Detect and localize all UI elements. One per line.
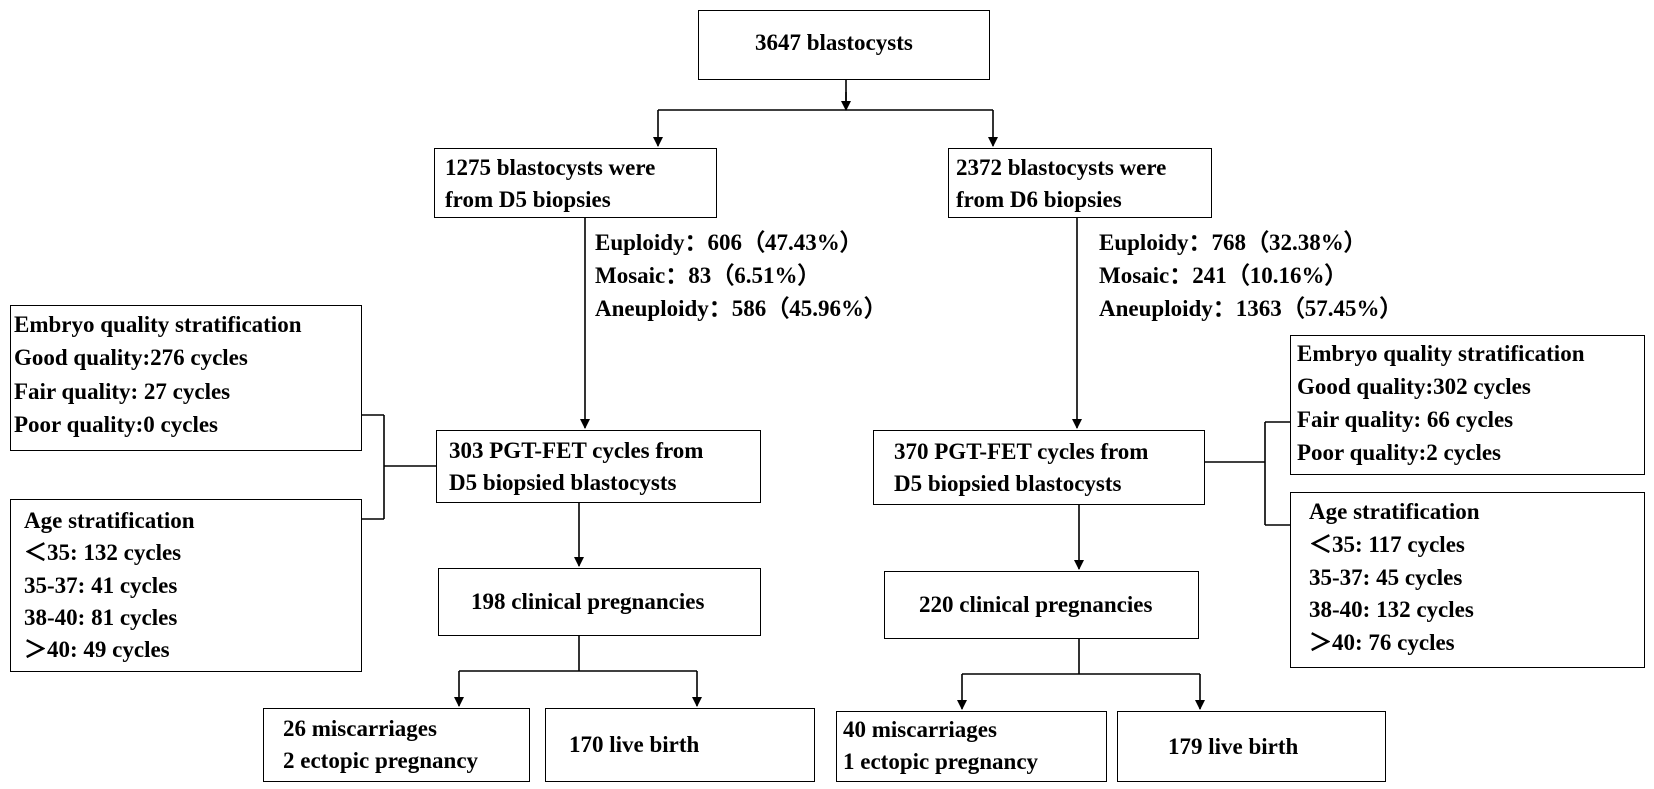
d5-live-birth-box: 170 live birth	[545, 708, 815, 782]
d6-pregnancies-box: 220 clinical pregnancies	[884, 571, 1199, 639]
d6-age-38-40: 38-40: 132 cycles	[1309, 597, 1474, 622]
d5-quality-title: Embryo quality stratification	[14, 312, 302, 337]
d6-age-over40: ＞40: 76 cycles	[1309, 630, 1455, 655]
d5-age-box: Age stratification ＜35: 132 cycles 35-37…	[10, 499, 362, 672]
d6-aneuploidy-text: Aneuploidy：1363（57.45%）	[1099, 296, 1403, 321]
d5-group-line-1: 1275 blastocysts were	[445, 155, 656, 180]
d5-ectopic-line: 2 ectopic pregnancy	[283, 748, 479, 773]
d5-miscarriages-line-1: 26 miscarriages	[283, 716, 437, 741]
d5-miscarriages-box: 26 miscarriages 2 ectopic pregnancy	[263, 708, 530, 782]
root-label: 3647 blastocysts	[755, 30, 913, 55]
d5-quality-poor: Poor quality:0 cycles	[14, 412, 218, 437]
d5-age-over40: ＞40: 49 cycles	[24, 637, 170, 662]
d6-cycles-line-2: D5 biopsied blastocysts	[894, 471, 1122, 496]
d6-miscarriages-box: 40 miscarriages 1 ectopic pregnancy	[836, 711, 1107, 782]
d6-quality-good: Good quality:302 cycles	[1297, 374, 1531, 399]
d6-group-box: 2372 blastocysts were from D6 biopsies	[948, 148, 1212, 218]
d5-mosaic-text: Mosaic：83（6.51%）	[595, 263, 821, 288]
d5-cycles-line-1: 303 PGT-FET cycles from	[449, 438, 704, 463]
d5-aneuploidy-text: Aneuploidy：586（45.96%）	[595, 296, 888, 321]
d6-miscarriages-line-1: 40 miscarriages	[843, 717, 997, 742]
d5-quality-fair: Fair quality: 27 cycles	[14, 379, 231, 404]
d6-ectopic-line: 1 ectopic pregnancy	[843, 749, 1039, 774]
d5-group-line-2: from D5 biopsies	[445, 187, 611, 212]
d5-quality-good: Good quality:276 cycles	[14, 345, 248, 370]
d5-euploidy-text: Euploidy：606（47.43%）	[595, 230, 863, 255]
d5-pregnancies-label: 198 clinical pregnancies	[471, 589, 705, 614]
d6-quality-title: Embryo quality stratification	[1297, 341, 1585, 366]
d6-quality-fair: Fair quality: 66 cycles	[1297, 407, 1514, 432]
d6-live-birth-box: 179 live birth	[1117, 711, 1386, 782]
d6-age-35-37: 35-37: 45 cycles	[1309, 565, 1463, 590]
d5-quality-box: Embryo quality stratification Good quali…	[10, 305, 362, 451]
d6-group-line-1: 2372 blastocysts were	[956, 155, 1167, 180]
d6-age-box: Age stratification ＜35: 117 cycles 35-37…	[1290, 492, 1645, 668]
d5-pregnancies-box: 198 clinical pregnancies	[438, 568, 761, 636]
d6-quality-poor: Poor quality:2 cycles	[1297, 440, 1501, 465]
d5-group-box: 1275 blastocysts were from D5 biopsies	[434, 148, 717, 218]
d6-quality-box: Embryo quality stratification Good quali…	[1290, 335, 1645, 475]
d5-age-title: Age stratification	[24, 508, 195, 533]
d5-age-38-40: 38-40: 81 cycles	[24, 605, 178, 630]
d6-cycles-line-1: 370 PGT-FET cycles from	[894, 439, 1149, 464]
d5-cycles-line-2: D5 biopsied blastocysts	[449, 470, 677, 495]
d6-group-line-2: from D6 biopsies	[956, 187, 1122, 212]
root-box: 3647 blastocysts	[698, 10, 990, 80]
d6-euploidy-text: Euploidy：768（32.38%）	[1099, 230, 1367, 255]
d5-cycles-box: 303 PGT-FET cycles from D5 biopsied blas…	[436, 430, 761, 503]
d6-age-under35: ＜35: 117 cycles	[1309, 532, 1465, 557]
d5-age-under35: ＜35: 132 cycles	[24, 540, 182, 565]
d6-cycles-box: 370 PGT-FET cycles from D5 biopsied blas…	[873, 430, 1205, 505]
d6-pregnancies-label: 220 clinical pregnancies	[919, 592, 1153, 617]
d5-live-birth-label: 170 live birth	[569, 732, 700, 757]
d6-live-birth-label: 179 live birth	[1168, 734, 1299, 759]
d6-age-title: Age stratification	[1309, 499, 1480, 524]
d5-age-35-37: 35-37: 41 cycles	[24, 573, 178, 598]
d6-mosaic-text: Mosaic：241（10.16%）	[1099, 263, 1348, 288]
